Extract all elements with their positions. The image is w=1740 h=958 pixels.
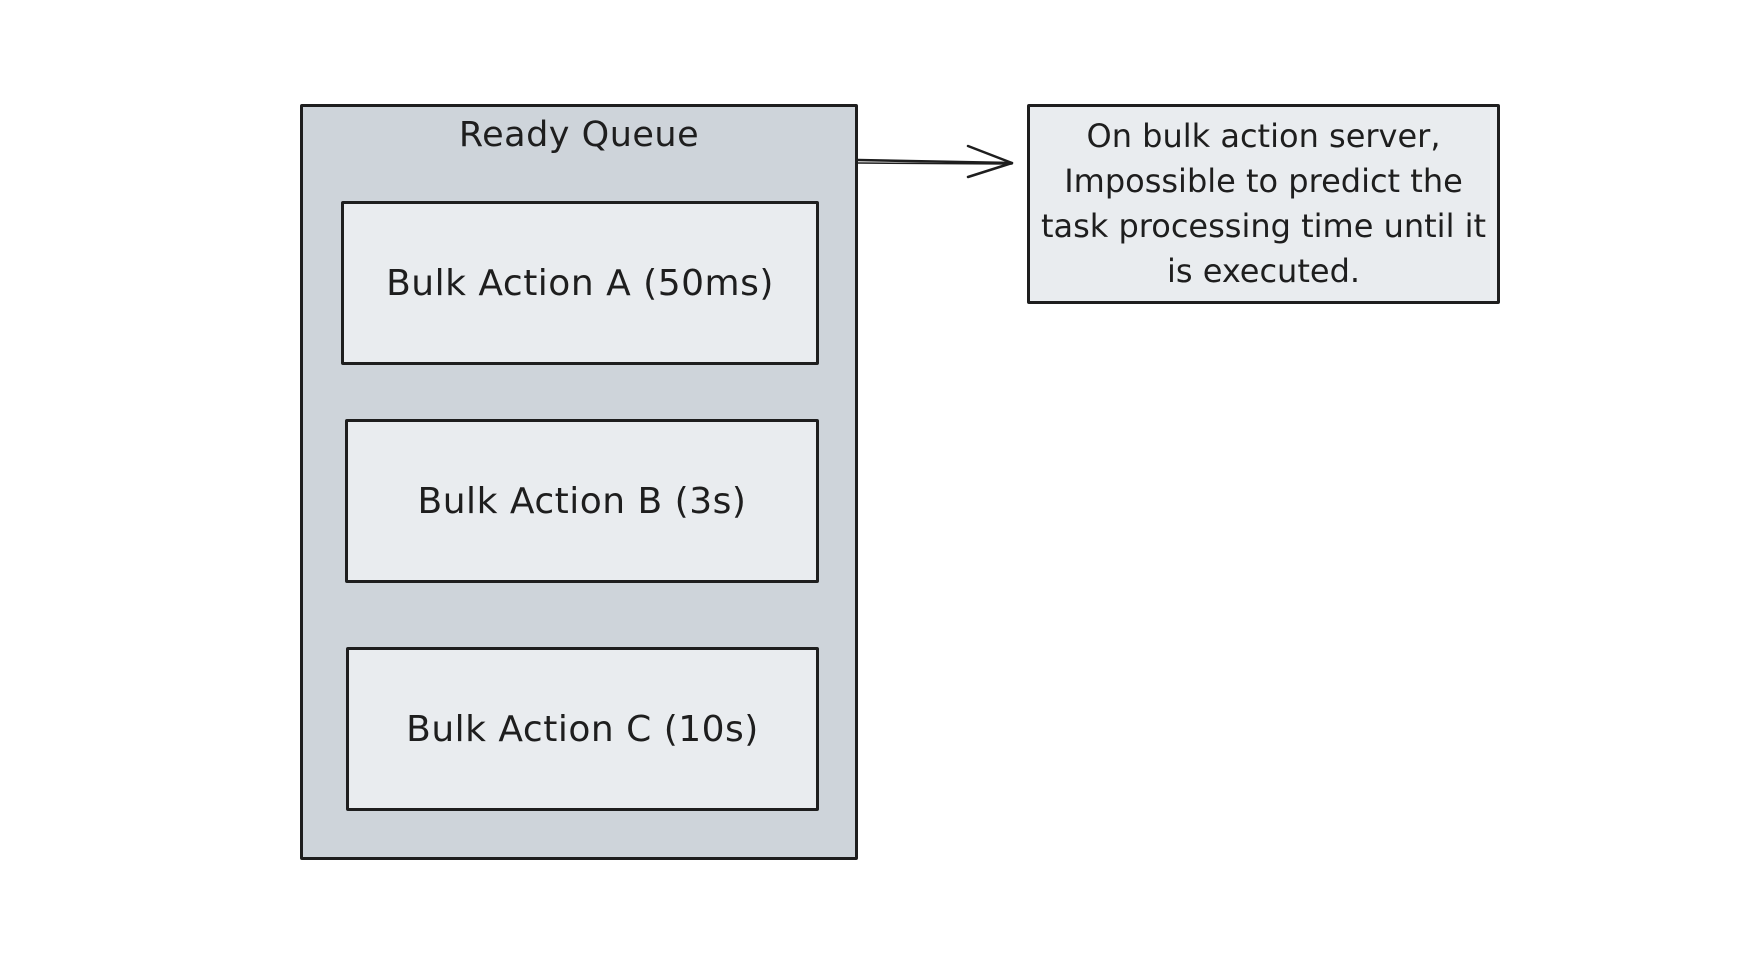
task-box-bulk-action-c: Bulk Action C (10s): [346, 647, 819, 811]
task-label-a: Bulk Action A (50ms): [386, 262, 774, 304]
task-box-bulk-action-a: Bulk Action A (50ms): [341, 201, 819, 365]
note-text: On bulk action server, Impossible to pre…: [1040, 117, 1487, 290]
arrow-shaft: [856, 158, 1014, 165]
note-box: On bulk action server, Impossible to pre…: [1027, 104, 1500, 304]
arrow-shaft-shadow: [857, 162, 1013, 165]
arrowhead-icon: [966, 144, 1014, 179]
task-label-b: Bulk Action B (3s): [417, 480, 747, 522]
ready-queue-title: Ready Queue: [458, 115, 700, 155]
ready-queue-container: Ready Queue Bulk Action A (50ms) Bulk Ac…: [300, 104, 858, 860]
task-box-bulk-action-b: Bulk Action B (3s): [345, 419, 819, 583]
task-label-c: Bulk Action C (10s): [406, 708, 759, 750]
